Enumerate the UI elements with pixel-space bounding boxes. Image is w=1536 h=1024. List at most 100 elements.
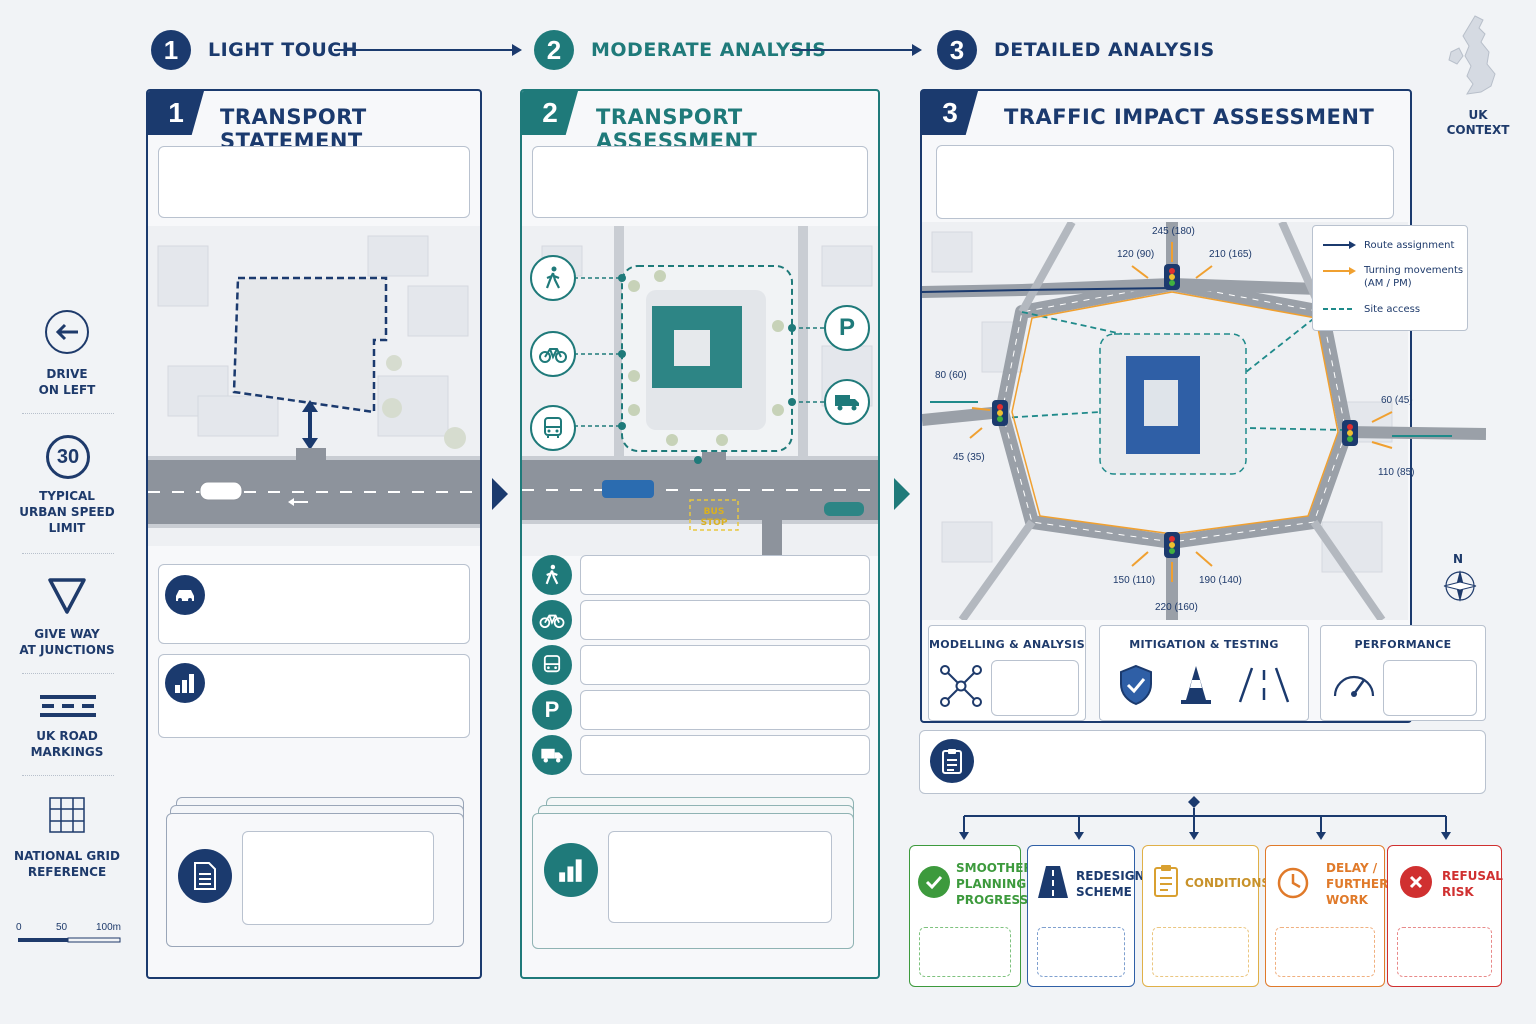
modelling-analysis-box bbox=[991, 660, 1079, 716]
legend-speed-limit: TYPICAL URBAN SPEED LIMIT bbox=[0, 488, 134, 536]
performance-box bbox=[1383, 660, 1477, 716]
outcome-delay-label: DELAY / FURTHER WORK bbox=[1326, 860, 1388, 908]
legend-speed-line3: LIMIT bbox=[48, 521, 86, 535]
bus-stop-line2: STOP bbox=[700, 518, 728, 528]
legend-grid-reference: NATIONAL GRID REFERENCE bbox=[0, 848, 134, 880]
give-way-icon bbox=[48, 578, 86, 614]
north-arrow-icon bbox=[1443, 570, 1477, 602]
parking-icon: P bbox=[532, 690, 572, 730]
uk-map-icon bbox=[1448, 15, 1496, 95]
outcome-1-line1: SMOOTHER bbox=[956, 861, 1033, 875]
legend-separator bbox=[22, 413, 114, 414]
scale-tick-0: 0 bbox=[16, 922, 22, 933]
stage-arrow-1 bbox=[334, 44, 522, 56]
left-legend: DRIVE ON LEFT 30 TYPICAL URBAN SPEED LIM… bbox=[0, 300, 134, 940]
outcome-4-box bbox=[1275, 927, 1375, 977]
document-icon bbox=[178, 849, 232, 903]
bicycle-icon bbox=[530, 331, 576, 377]
parking-icon: P bbox=[824, 305, 870, 351]
delivery-truck-icon bbox=[532, 735, 572, 775]
cycling-detail-box bbox=[580, 600, 870, 640]
traffic-cone-icon bbox=[1181, 666, 1211, 704]
flow-right-bottom: 110 (85) bbox=[1378, 467, 1415, 478]
walking-detail-box bbox=[580, 555, 870, 595]
panel-1-data-card bbox=[158, 654, 470, 738]
legend-separator bbox=[22, 553, 114, 554]
cross-icon bbox=[1400, 866, 1432, 898]
speed-limit-30-icon: 30 bbox=[46, 435, 90, 479]
outcome-connector bbox=[959, 796, 1451, 840]
bar-chart-icon bbox=[165, 663, 205, 703]
outcome-refusal-label: REFUSAL RISK bbox=[1442, 868, 1503, 900]
legend-speed-line2: URBAN SPEED bbox=[19, 505, 115, 519]
shield-check-icon bbox=[1120, 664, 1152, 706]
panel-1-vehicle-card bbox=[158, 564, 470, 644]
road-icon bbox=[1038, 866, 1068, 898]
outcome-smoother-label: SMOOTHER PLANNING PROGRESS bbox=[956, 860, 1033, 908]
outcome-refusal-risk: REFUSAL RISK bbox=[1387, 845, 1503, 987]
legend-giveway-line2: AT JUNCTIONS bbox=[19, 643, 115, 657]
panel-1-summary-box bbox=[158, 146, 470, 218]
panel-1-document-content-box bbox=[242, 831, 434, 925]
panel-2-mode-list: P bbox=[532, 555, 870, 775]
modelling-analysis-title: MODELLING & ANALYSIS bbox=[929, 638, 1085, 651]
outcome-1-box bbox=[919, 927, 1011, 977]
clipboard-icon bbox=[1154, 865, 1178, 897]
flow-top-left: 120 (90) bbox=[1117, 249, 1155, 260]
legend-route-assignment: Route assignment bbox=[1364, 240, 1455, 251]
gauge-icon bbox=[1333, 675, 1375, 697]
flow-right-top: 60 (45) bbox=[1381, 395, 1413, 406]
outcome-redesign-label: REDESIGN SCHEME bbox=[1076, 868, 1145, 900]
clock-icon bbox=[1277, 867, 1309, 899]
uk-context-label: UK CONTEXT bbox=[1440, 108, 1516, 138]
walking-icon bbox=[530, 255, 576, 301]
car-icon bbox=[165, 575, 205, 615]
panel-1-site-map bbox=[148, 226, 480, 546]
legend-separator bbox=[22, 673, 114, 674]
stage-2-number: 2 bbox=[534, 30, 574, 70]
outcome-5-line2: RISK bbox=[1442, 885, 1474, 899]
decision-summary-box bbox=[919, 730, 1486, 794]
legend-markings-line1: UK ROAD bbox=[36, 729, 98, 743]
panel-3-title: TRAFFIC IMPACT ASSESSMENT bbox=[1004, 105, 1375, 129]
north-label: N bbox=[1453, 552, 1464, 566]
flow-bottom-left: 150 (110) bbox=[1113, 575, 1156, 586]
flow-bottom-right: 190 (140) bbox=[1199, 575, 1242, 586]
legend-road-markings: UK ROAD MARKINGS bbox=[0, 728, 134, 760]
outcome-5-line1: REFUSAL bbox=[1442, 869, 1503, 883]
panel-2-number: 2 bbox=[522, 91, 578, 135]
panel-1-document-stack bbox=[166, 797, 466, 947]
outcome-5-box bbox=[1397, 927, 1492, 977]
bus-detail-box bbox=[580, 645, 870, 685]
bus-stop-line1: BUS bbox=[703, 507, 725, 517]
legend-turning-movements: Turning movements (AM / PM) bbox=[1364, 264, 1463, 290]
flow-top: 245 (180) bbox=[1152, 226, 1195, 237]
outcome-1-line2: PLANNING bbox=[956, 877, 1027, 891]
stage-3-label: DETAILED ANALYSIS bbox=[994, 39, 1215, 61]
flow-chevron-1 bbox=[492, 478, 508, 510]
flow-bottom: 220 (160) bbox=[1155, 602, 1198, 613]
stage-1-label: LIGHT TOUCH bbox=[208, 39, 359, 61]
legend-markings-line2: MARKINGS bbox=[30, 745, 104, 759]
flow-left-top: 80 (60) bbox=[935, 370, 967, 381]
clipboard-icon bbox=[930, 739, 974, 783]
panel-2-site-map bbox=[522, 226, 878, 556]
panel-1-number: 1 bbox=[148, 91, 204, 135]
bus-stop-marking: BUS STOP bbox=[692, 507, 736, 529]
flow-chevron-2 bbox=[894, 478, 910, 510]
legend-turning-line2: (AM / PM) bbox=[1364, 278, 1412, 289]
delivery-truck-icon bbox=[824, 379, 870, 425]
network-icon bbox=[940, 665, 982, 707]
flow-top-right: 210 (165) bbox=[1209, 249, 1252, 260]
outcome-conditions-label: CONDITIONS bbox=[1185, 876, 1271, 890]
outcome-redesign-scheme: REDESIGN SCHEME bbox=[1027, 845, 1145, 987]
lane-markings-icon bbox=[1238, 667, 1290, 703]
road-marking-icon bbox=[40, 695, 96, 717]
stage-3-number: 3 bbox=[937, 30, 977, 70]
outcome-4-line1: DELAY / bbox=[1326, 861, 1378, 875]
stage-2-label: MODERATE ANALYSIS bbox=[591, 39, 827, 61]
panel-2-summary-box bbox=[532, 146, 868, 218]
check-icon bbox=[918, 866, 950, 898]
bar-chart-icon bbox=[544, 843, 598, 897]
bus-icon bbox=[530, 405, 576, 451]
